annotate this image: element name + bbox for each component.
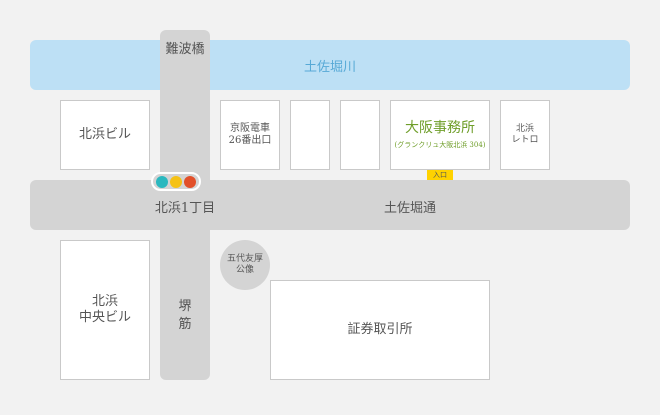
stock-exchange-label: 証券取引所 bbox=[347, 321, 413, 337]
sakaisuji-label-char2: 筋 bbox=[178, 316, 192, 332]
kitahama-retro-label-line2: レトロ bbox=[511, 135, 539, 145]
kitahama-building: 北浜ビル bbox=[60, 100, 150, 170]
naniwa-bridge-label: 難波橋 bbox=[165, 42, 205, 57]
kitahama-building-label: 北浜ビル bbox=[78, 126, 131, 142]
sakaisuji-road bbox=[160, 30, 210, 380]
yellow-lamp-icon bbox=[170, 175, 182, 188]
kitahama-chuo-building: 北浜 中央ビル bbox=[60, 240, 150, 380]
osaka-office-address: (グランクリュ大阪北浜 304) bbox=[394, 141, 486, 150]
kitahama-retro-building: 北浜 レトロ bbox=[500, 100, 550, 170]
keihan-exit-building: 京阪電車 26番出口 bbox=[220, 100, 280, 170]
green-lamp-icon bbox=[156, 175, 168, 188]
tosabori-river: 土佐堀川 bbox=[30, 40, 630, 90]
osaka-office-name: 大阪事務所 bbox=[405, 119, 475, 136]
river-label: 土佐堀川 bbox=[303, 59, 356, 75]
kitahama-chuo-label-line2: 中央ビル bbox=[78, 310, 131, 325]
keihan-exit-label-line2: 26番出口 bbox=[228, 135, 272, 146]
statue-label-line1: 五代友厚 bbox=[226, 254, 263, 265]
statue-label-line2: 公像 bbox=[235, 265, 254, 275]
tosabori-dori-road bbox=[30, 180, 630, 230]
sakaisuji-label: 堺 筋 bbox=[160, 298, 210, 333]
sakaisuji-label-char1: 堺 bbox=[178, 299, 192, 314]
godai-tomoatsu-statue: 五代友厚 公像 bbox=[220, 240, 270, 290]
osaka-office-building: 大阪事務所 (グランクリュ大阪北浜 304) bbox=[390, 100, 490, 170]
kitahama-1chome-label: 北浜1丁目 bbox=[154, 201, 216, 216]
keihan-exit-label-line1: 京阪電車 bbox=[229, 122, 270, 134]
blank-building-1 bbox=[290, 100, 330, 170]
stock-exchange-building: 証券取引所 bbox=[270, 280, 490, 380]
blank-building-2 bbox=[340, 100, 380, 170]
kitahama-retro-label-line1: 北浜 bbox=[515, 123, 534, 134]
traffic-signal-icon bbox=[151, 172, 201, 191]
entrance-badge: 入口 bbox=[427, 170, 453, 180]
kitahama-chuo-label-line1: 北浜 bbox=[91, 293, 118, 309]
tosabori-dori-label: 土佐堀通 bbox=[383, 201, 436, 216]
red-lamp-icon bbox=[184, 175, 196, 188]
